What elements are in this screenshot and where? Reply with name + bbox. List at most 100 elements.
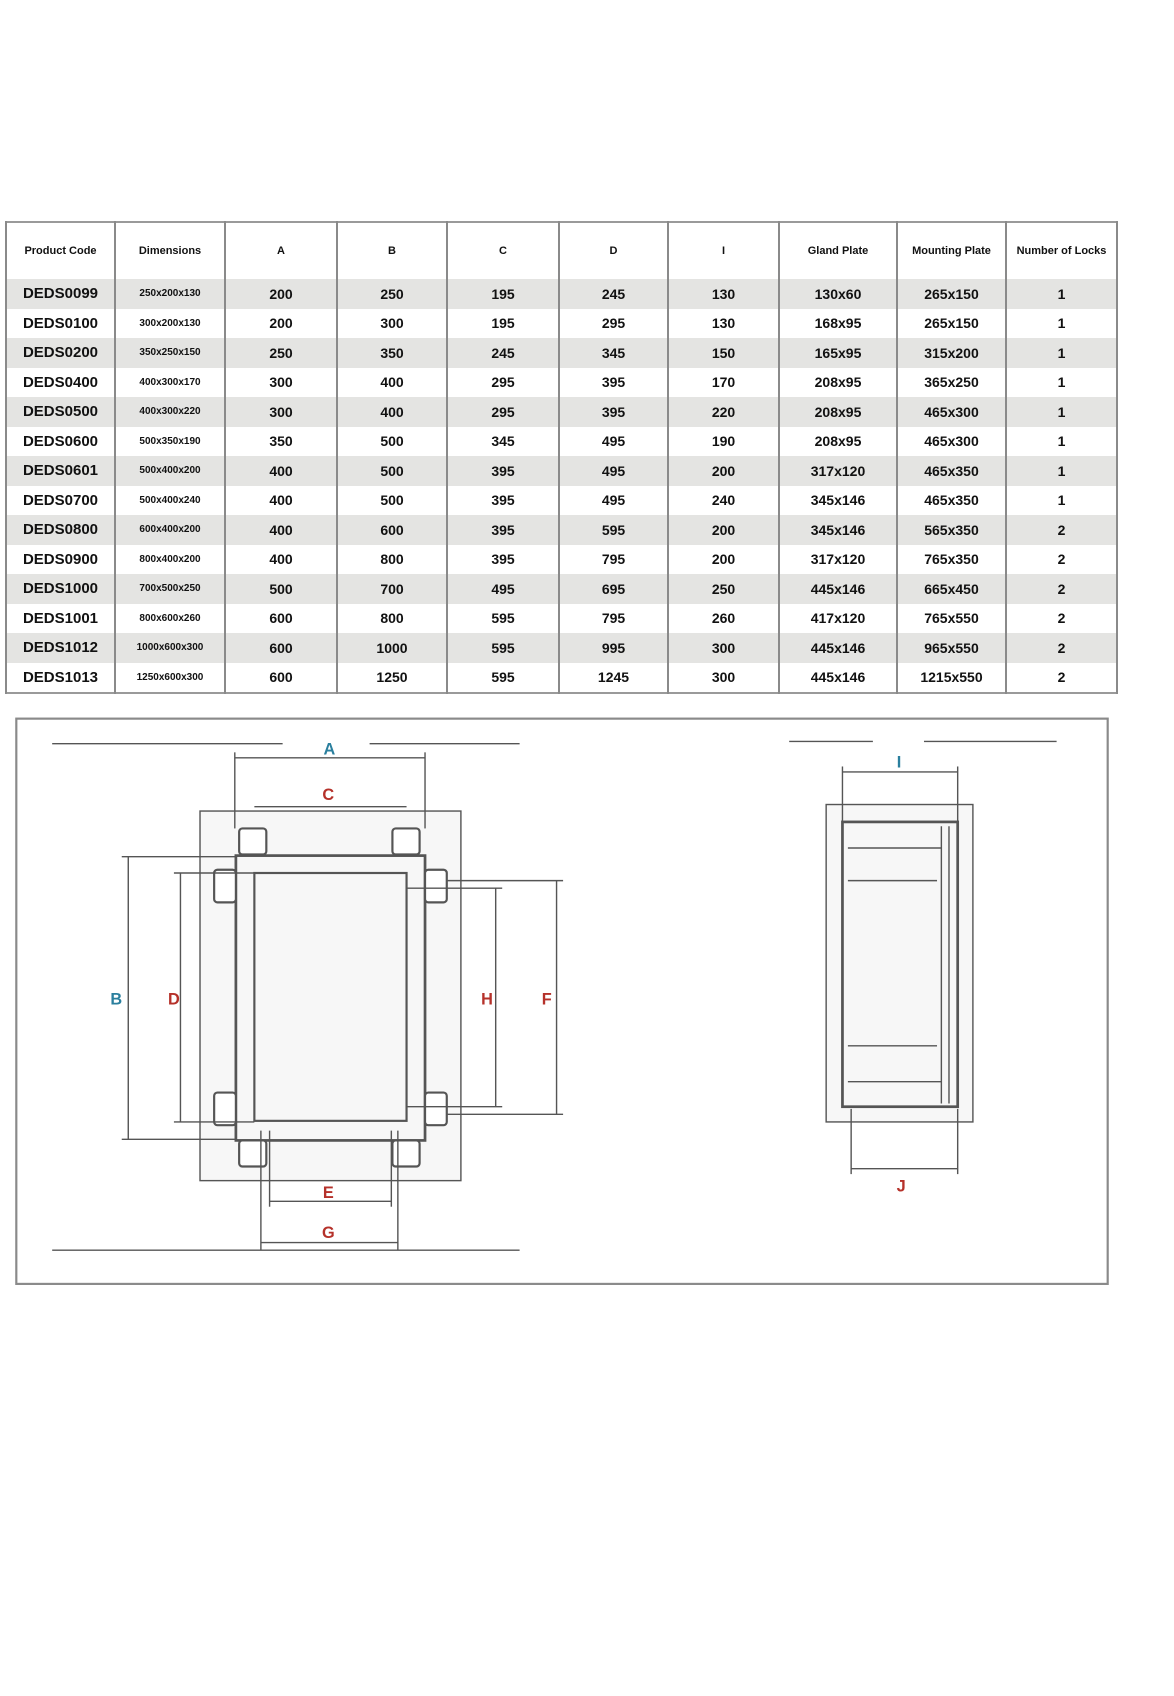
column-header: A	[224, 222, 338, 279]
table-cell: 765x350	[896, 544, 1007, 574]
table-cell: 315x200	[896, 338, 1007, 368]
table-cell: 1245	[558, 662, 669, 693]
product-code-cell: DEDS0700	[5, 485, 116, 515]
table-cell: 465x350	[896, 485, 1007, 515]
table-cell: 600	[224, 603, 338, 633]
table-cell: 500	[336, 426, 448, 456]
table-cell: 500	[336, 485, 448, 515]
table-cell: 345	[446, 426, 560, 456]
table-cell: 200	[667, 515, 780, 545]
table-cell: 265x150	[896, 279, 1007, 309]
table-cell: 250	[667, 574, 780, 604]
table-cell: 200	[667, 456, 780, 486]
column-header: C	[446, 222, 560, 279]
table-cell: 595	[558, 515, 669, 545]
front-view	[52, 742, 564, 1251]
product-code-cell: DEDS0200	[5, 338, 116, 368]
table-cell: 245	[446, 338, 560, 368]
table-cell: 345x146	[778, 515, 898, 545]
table-cell: 317x120	[778, 544, 898, 574]
table-cell: 365x250	[896, 367, 1007, 397]
dim-label-f: F	[542, 991, 552, 1009]
table-cell: 600	[224, 662, 338, 693]
table-cell: 965x550	[896, 633, 1007, 663]
column-header: Number of Locks	[1005, 222, 1118, 279]
table-cell: 300	[667, 633, 780, 663]
column-header: Gland Plate	[778, 222, 898, 279]
table-cell: 1	[1005, 338, 1118, 368]
table-cell: 400	[224, 544, 338, 574]
table-cell: 300	[224, 397, 338, 427]
table-cell: 665x450	[896, 574, 1007, 604]
table-cell: 400	[224, 456, 338, 486]
table-cell: 565x350	[896, 515, 1007, 545]
product-code-cell: DEDS0600	[5, 426, 116, 456]
table-cell: 2	[1005, 603, 1118, 633]
table-cell: 695	[558, 574, 669, 604]
table-cell: 195	[446, 279, 560, 309]
table-cell: 595	[446, 633, 560, 663]
column-header: Mounting Plate	[896, 222, 1007, 279]
product-code-cell: DEDS1001	[5, 603, 116, 633]
table-cell: 350x250x150	[114, 338, 226, 368]
table-cell: 130x60	[778, 279, 898, 309]
table-cell: 445x146	[778, 662, 898, 693]
table-cell: 395	[446, 515, 560, 545]
table-cell: 500x400x200	[114, 456, 226, 486]
table-cell: 240	[667, 485, 780, 515]
table-cell: 1	[1005, 485, 1118, 515]
table-cell: 345x146	[778, 485, 898, 515]
table-cell: 800	[336, 603, 448, 633]
table-cell: 250	[336, 279, 448, 309]
table-cell: 600	[224, 633, 338, 663]
table-cell: 295	[558, 308, 669, 338]
product-code-cell: DEDS0800	[5, 515, 116, 545]
table-cell: 465x300	[896, 397, 1007, 427]
product-code-cell: DEDS0900	[5, 544, 116, 574]
table-cell: 170	[667, 367, 780, 397]
table-cell: 300x200x130	[114, 308, 226, 338]
dim-label-c: C	[322, 786, 334, 804]
table-cell: 400	[336, 367, 448, 397]
table-cell: 300	[667, 662, 780, 693]
product-code-cell: DEDS1013	[5, 662, 116, 693]
table-cell: 595	[446, 662, 560, 693]
table-cell: 495	[558, 456, 669, 486]
table-cell: 150	[667, 338, 780, 368]
table-cell: 1000	[336, 633, 448, 663]
dim-label-a: A	[323, 741, 335, 759]
table-cell: 465x300	[896, 426, 1007, 456]
table-cell: 1	[1005, 397, 1118, 427]
table-cell: 295	[446, 397, 560, 427]
table-cell: 600	[336, 515, 448, 545]
table-cell: 400	[224, 515, 338, 545]
table-cell: 400	[336, 397, 448, 427]
table-cell: 1250	[336, 662, 448, 693]
table-cell: 200	[224, 279, 338, 309]
table-cell: 400x300x220	[114, 397, 226, 427]
column-header: I	[667, 222, 780, 279]
table-cell: 1	[1005, 426, 1118, 456]
table-cell: 395	[558, 367, 669, 397]
dim-label-g: G	[322, 1224, 335, 1242]
table-cell: 168x95	[778, 308, 898, 338]
product-code-cell: DEDS0601	[5, 456, 116, 486]
table-cell: 400	[224, 485, 338, 515]
table-cell: 445x146	[778, 574, 898, 604]
table-cell: 700x500x250	[114, 574, 226, 604]
table-cell: 795	[558, 603, 669, 633]
diagram-frame	[15, 717, 1109, 1285]
table-cell: 200	[224, 308, 338, 338]
column-header: Product Code	[5, 222, 116, 279]
dim-label-e: E	[323, 1184, 334, 1202]
table-cell: 500	[336, 456, 448, 486]
table-cell: 130	[667, 308, 780, 338]
table-cell: 495	[558, 426, 669, 456]
